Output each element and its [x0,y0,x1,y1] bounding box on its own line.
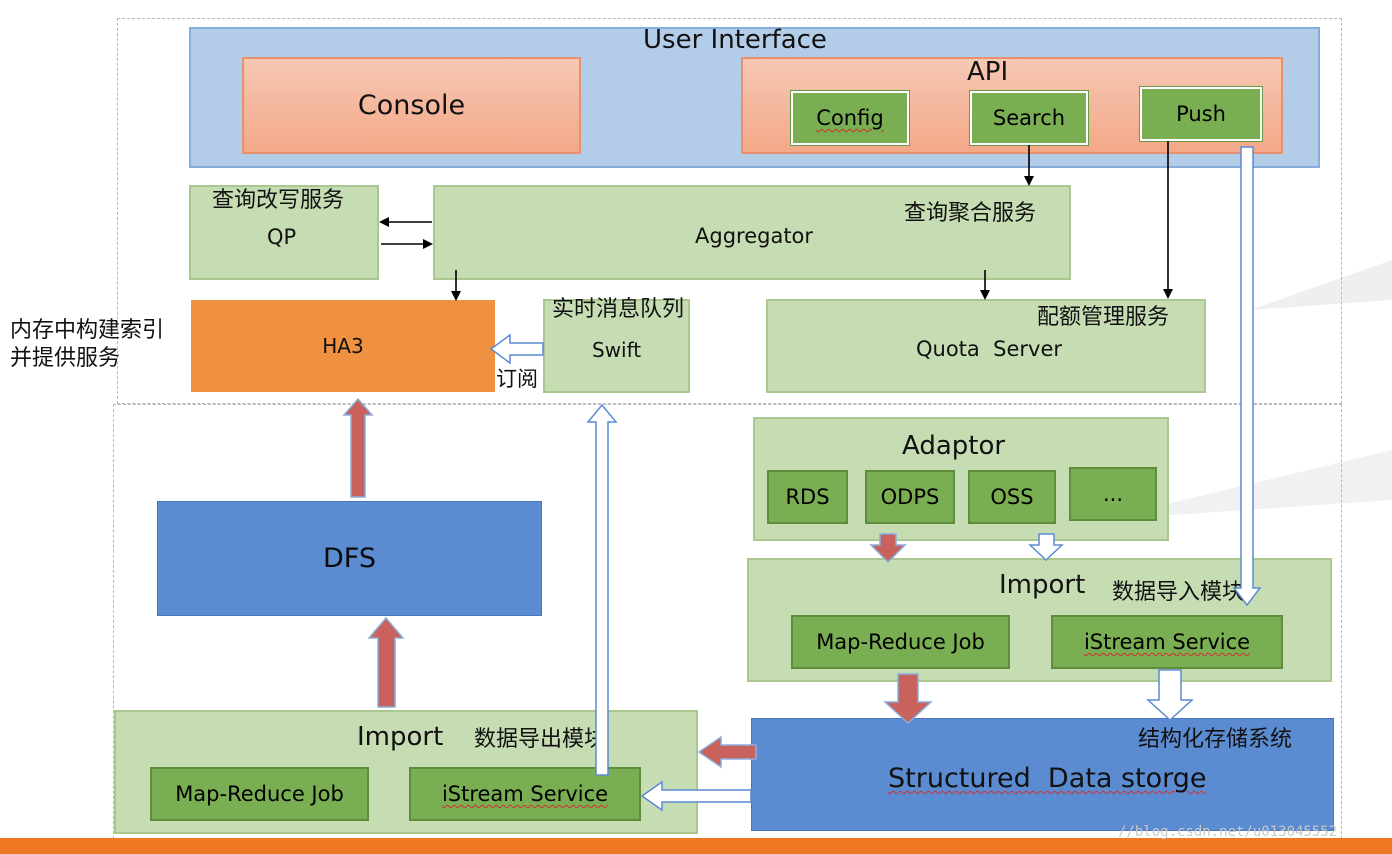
watermark: //blog.csdn.net/u013045552 [1118,824,1338,840]
swift-box [543,299,690,393]
ha3-label: HA3 [322,334,364,358]
adaptor-item-rds[interactable]: RDS [767,470,848,524]
subscribe-cn-label: 订阅 [496,367,538,391]
quota-label: Quota Server [916,337,1063,361]
import-left-cn-label: 数据导出模块 [474,727,607,752]
service-layer-frame [117,18,1342,404]
quota-server-box [766,299,1206,393]
user-interface-title: User Interface [643,25,827,55]
aggregator-box [433,185,1071,280]
quota-cn-label: 配额管理服务 [1037,305,1170,330]
import-left-label: Import [357,722,444,752]
structured-data-storage-box [751,718,1334,831]
adaptor-label: Adaptor [902,431,1006,461]
search-label: Search [992,106,1066,130]
import-right-cn-label: 数据导入模块 [1112,580,1245,605]
storage-label: Structured Data storge [888,763,1207,794]
push-label: Push [1176,102,1226,126]
search-button[interactable]: Search [969,90,1089,146]
dfs-label: DFS [323,543,376,574]
adaptor-item-label: OSS [990,485,1034,509]
mapreduce-job-label: Map-Reduce Job [816,630,985,654]
console-box[interactable]: Console [242,57,581,154]
footer-bar [0,838,1392,854]
config-button[interactable]: Config [790,90,910,146]
adaptor-item-odps[interactable]: ODPS [865,470,955,524]
import-left-istream-service[interactable]: iStream Service [409,767,641,821]
adaptor-item-label: RDS [785,485,830,509]
ha3-box: HA3 [191,300,495,392]
mapreduce-job-label: Map-Reduce Job [175,782,344,806]
import-right-label: Import [999,570,1086,600]
dfs-box: DFS [157,501,542,616]
adaptor-item-label: ... [1102,482,1124,506]
swift-cn-label: 实时消息队列 [552,297,685,322]
adaptor-item-oss[interactable]: OSS [968,470,1056,524]
istream-service-label: iStream Service [1083,630,1251,654]
adaptor-item-label: ODPS [880,485,940,509]
aggregator-label: Aggregator [695,224,814,248]
import-left-mapreduce-job[interactable]: Map-Reduce Job [150,767,369,821]
console-label: Console [357,90,466,121]
storage-cn-label: 结构化存储系统 [1138,727,1293,752]
aggregator-cn-label: 查询聚合服务 [904,201,1037,226]
qp-label: QP [267,225,297,249]
ha3-side-cn-line2: 并提供服务 [10,346,121,371]
qp-cn-label: 查询改写服务 [212,188,345,213]
swift-label: Swift [592,338,642,362]
push-button[interactable]: Push [1139,86,1263,142]
import-right-istream-service[interactable]: iStream Service [1051,615,1283,669]
import-right-mapreduce-job[interactable]: Map-Reduce Job [791,615,1010,669]
ha3-side-cn-line1: 内存中构建索引 [10,318,165,343]
config-label: Config [816,106,884,130]
istream-service-label: iStream Service [441,782,609,806]
qp-box [189,185,379,280]
adaptor-item-more[interactable]: ... [1069,467,1157,521]
api-label: API [967,57,1009,87]
